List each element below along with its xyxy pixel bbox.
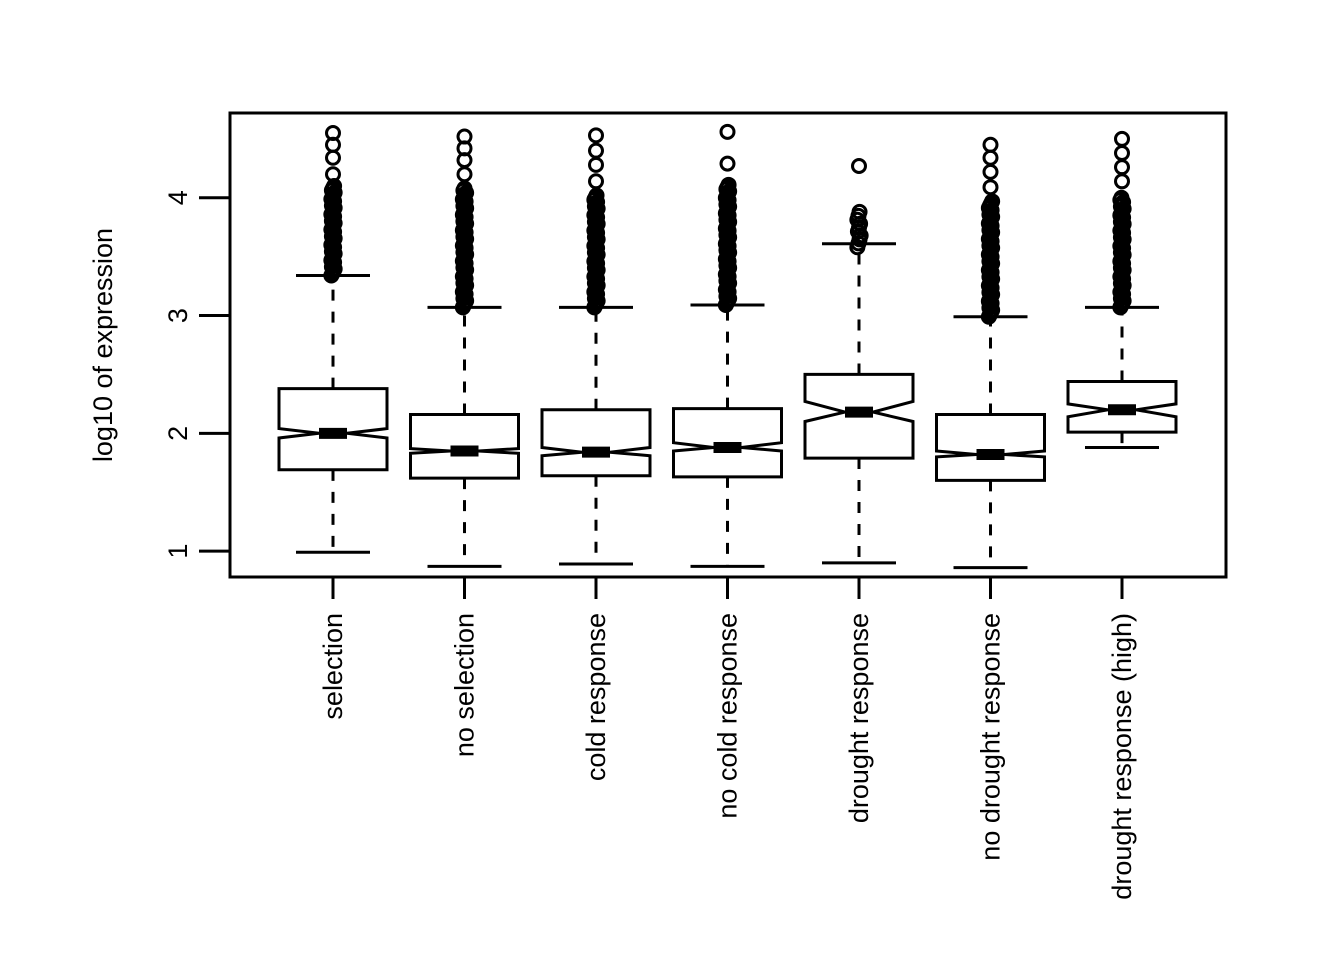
x-axis-ticks <box>331 577 1124 599</box>
boxplot-group <box>1066 130 1178 449</box>
outlier-point <box>982 136 999 153</box>
x-axis-label-cold-response: cold response <box>581 613 611 781</box>
outlier-point <box>851 203 868 220</box>
y-axis-tick-labels: 1 2 3 4 <box>163 190 193 558</box>
x-axis-label-no-cold-response: no cold response <box>713 613 743 819</box>
box-series-layer <box>277 123 1178 570</box>
outlier-point <box>719 123 736 140</box>
x-axis-label-drought-response: drought response <box>844 613 874 823</box>
x-axis-label-drought-response-high-: drought response (high) <box>1107 613 1137 900</box>
outlier-cluster <box>586 127 606 316</box>
outlier-point <box>588 127 604 144</box>
outlier-point <box>1113 189 1130 206</box>
y-axis-title: log10 of expression <box>88 228 118 462</box>
outlier-point <box>456 128 473 145</box>
outlier-point <box>720 176 737 193</box>
boxplot-group <box>277 125 389 554</box>
outlier-point <box>588 142 604 159</box>
outlier-point <box>325 125 341 142</box>
outlier-point <box>325 166 341 183</box>
outlier-point <box>719 155 736 172</box>
outlier-point <box>851 157 867 174</box>
x-axis-label-no-selection: no selection <box>450 613 480 757</box>
plot-frame <box>228 111 1228 579</box>
outlier-cluster <box>980 136 1001 325</box>
outlier-cluster <box>454 128 475 316</box>
boxplot-group <box>672 123 783 568</box>
y-tick-label-2: 2 <box>163 426 193 441</box>
y-tick-label-3: 3 <box>163 308 193 323</box>
x-axis-label-selection: selection <box>318 613 348 720</box>
box-body <box>935 413 1046 482</box>
outlier-point <box>982 179 999 196</box>
box-body <box>540 408 652 478</box>
x-axis-category-labels: selection no selection cold response no col… <box>318 613 1137 900</box>
outlier-point <box>588 173 604 190</box>
boxplot-group <box>803 157 915 565</box>
x-axis-label-no-drought-response: no drought response <box>976 613 1006 861</box>
boxplot-group <box>409 128 520 568</box>
outlier-point <box>1114 130 1130 147</box>
outlier-cluster <box>323 125 343 284</box>
y-tick-label-1: 1 <box>163 544 193 559</box>
y-axis-ticks <box>199 196 230 553</box>
boxplot-group <box>540 127 652 566</box>
outlier-cluster <box>1112 130 1132 316</box>
outlier-cluster <box>849 157 869 256</box>
boxplot-group <box>935 136 1046 570</box>
y-tick-label-4: 4 <box>163 190 193 205</box>
outlier-cluster <box>717 123 738 313</box>
